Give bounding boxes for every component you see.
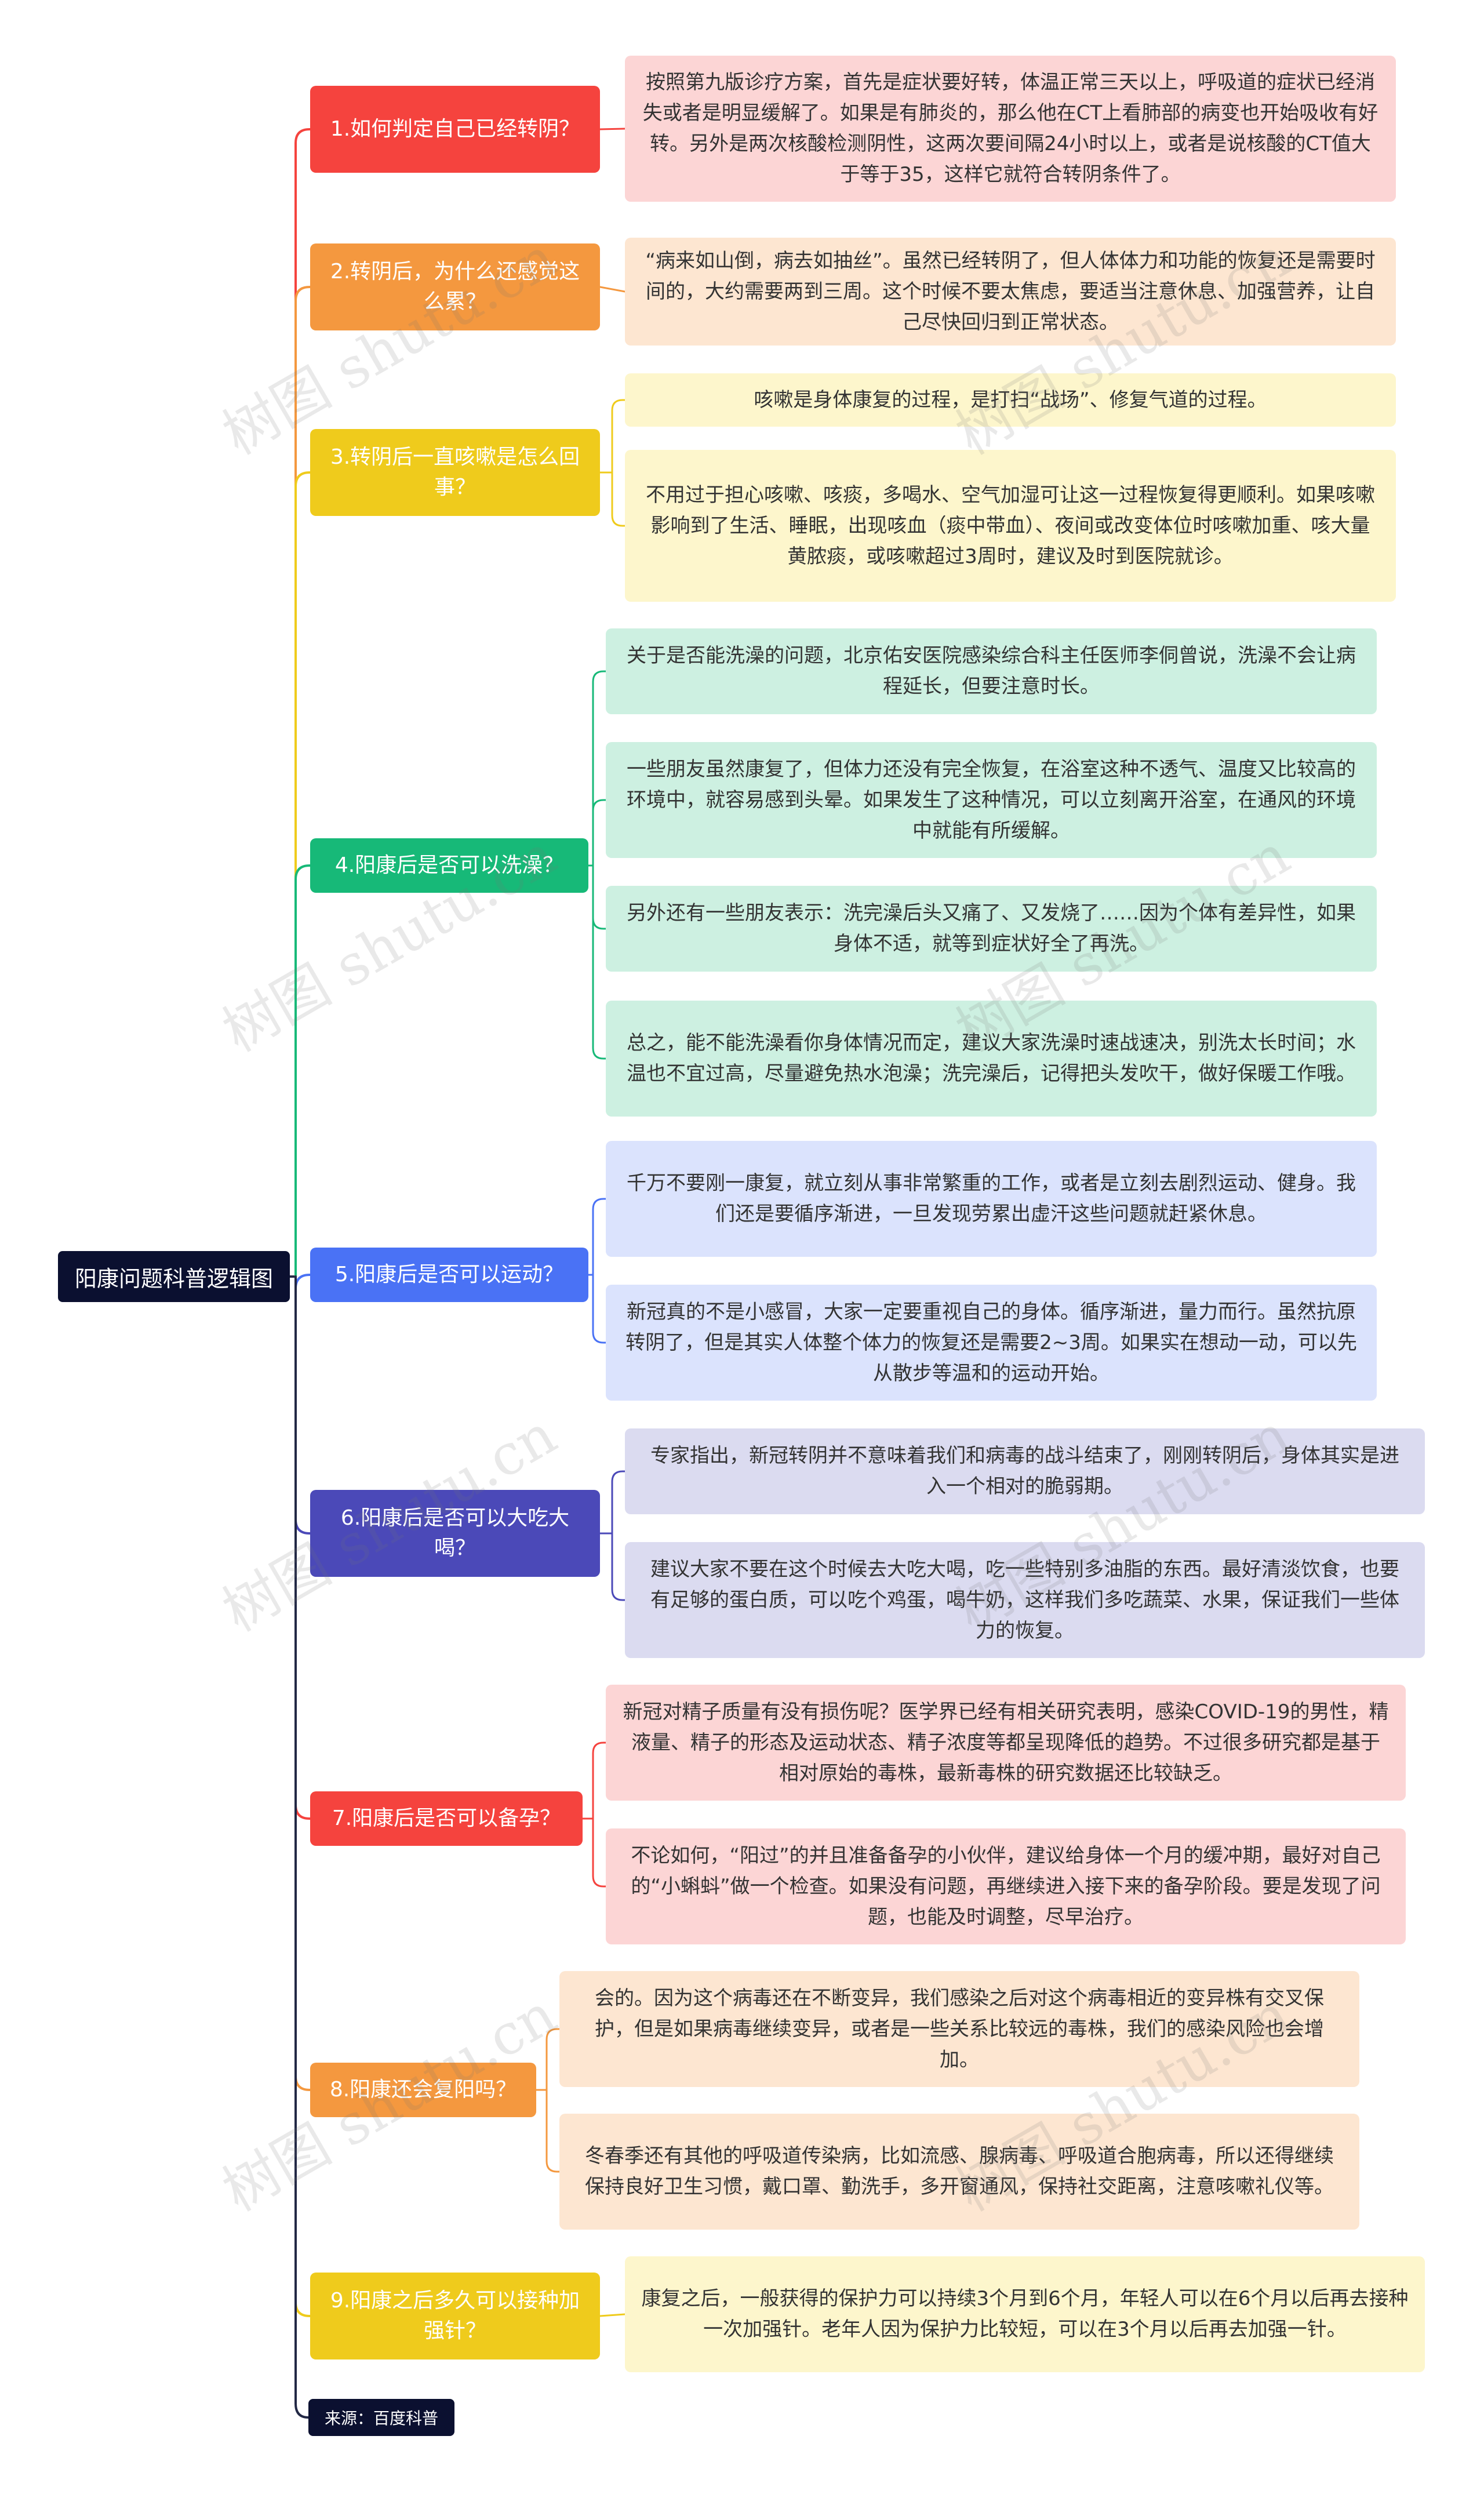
leaf-connector bbox=[587, 864, 607, 1060]
leaf-node[interactable]: 专家指出，新冠转阴并不意味着我们和病毒的战斗结束了，刚刚转阴后，身体其实是进入一… bbox=[625, 1428, 1425, 1514]
leaf-node[interactable]: 另外还有一些朋友表示：洗完澡后头又痛了、又发烧了……因为个体有差异性，如果身体不… bbox=[606, 886, 1377, 972]
leaf-connector bbox=[599, 471, 626, 527]
leaf-node[interactable]: 建议大家不要在这个时候去大吃大喝，吃一些特别多油脂的东西。最好清淡饮食，也要有足… bbox=[625, 1542, 1425, 1658]
leaf-node[interactable]: 康复之后，一般获得的保护力可以持续3个月到6个月，年轻人可以在6个月以后再去接种… bbox=[625, 2256, 1425, 2372]
trunk-connector bbox=[294, 128, 311, 1278]
branch-node[interactable]: 9.阳康之后多久可以接种加强针？ bbox=[310, 2273, 600, 2359]
trunk-connector bbox=[294, 286, 311, 1278]
source-connector bbox=[294, 1275, 310, 2419]
leaf-connector bbox=[535, 2089, 561, 2173]
leaf-connector bbox=[587, 670, 607, 867]
branch-node[interactable]: 8.阳康还会复阳吗？ bbox=[310, 2063, 536, 2117]
leaf-node[interactable]: 新冠对精子质量有没有损伤呢？医学界已经有相关研究表明，感染COVID-19的男性… bbox=[606, 1685, 1406, 1801]
trunk-connector bbox=[294, 1275, 311, 2091]
leaf-connector bbox=[581, 1817, 607, 1888]
leaf-connector bbox=[587, 799, 607, 867]
leaf-node[interactable]: 冬春季还有其他的呼吸道传染病，比如流感、腺病毒、呼吸道合胞病毒，所以还得继续保持… bbox=[559, 2114, 1359, 2230]
leaf-node[interactable]: 会的。因为这个病毒还在不断变异，我们感染之后对这个病毒相近的变异株有交叉保护，但… bbox=[559, 1971, 1359, 2087]
leaf-node[interactable]: 一些朋友虽然康复了，但体力还没有完全恢复，在浴室这种不透气、温度又比较高的环境中… bbox=[606, 742, 1377, 858]
trunk-connector bbox=[294, 1275, 311, 1535]
leaf-node[interactable]: “病来如山倒，病去如抽丝”。虽然已经转阴了，但人体体力和功能的恢复还是需要时间的… bbox=[625, 238, 1396, 346]
leaf-connector bbox=[599, 1470, 626, 1535]
leaf-connector bbox=[599, 2313, 626, 2317]
source-label: 来源：百度科普 bbox=[308, 2399, 454, 2436]
leaf-connector bbox=[535, 2028, 561, 2091]
leaf-node[interactable]: 不论如何，“阳过”的并且准备备孕的小伙伴，建议给身体一个月的缓冲期，最好对自己的… bbox=[606, 1828, 1406, 1944]
leaf-connector bbox=[599, 399, 626, 474]
leaf-node[interactable]: 关于是否能洗澡的问题，北京佑安医院感染综合科主任医师李侗曾说，洗澡不会让病程延长… bbox=[606, 628, 1377, 714]
leaf-connector bbox=[587, 864, 607, 930]
trunk-connector bbox=[294, 864, 311, 1278]
leaf-node[interactable]: 新冠真的不是小感冒，大家一定要重视自己的身体。循序渐进，量力而行。虽然抗原转阴了… bbox=[606, 1285, 1377, 1401]
leaf-connector bbox=[599, 1532, 626, 1601]
leaf-node[interactable]: 不用过于担心咳嗽、咳痰，多喝水、空气加湿可让这一过程恢复得更顺利。如果咳嗽影响到… bbox=[625, 450, 1396, 602]
leaf-node[interactable]: 按照第九版诊疗方案，首先是症状要好转，体温正常三天以上，呼吸道的症状已经消失或者… bbox=[625, 56, 1396, 202]
branch-node[interactable]: 5.阳康后是否可以运动？ bbox=[310, 1248, 588, 1302]
trunk-connector bbox=[294, 471, 311, 1278]
branch-node[interactable]: 4.阳康后是否可以洗澡？ bbox=[310, 838, 588, 893]
leaf-node[interactable]: 总之，能不能洗澡看你身体情况而定，建议大家洗澡时速战速决，别洗太长时间；水温也不… bbox=[606, 1001, 1377, 1117]
leaf-connector bbox=[587, 1198, 607, 1276]
leaf-connector bbox=[599, 286, 626, 293]
leaf-node[interactable]: 咳嗽是身体康复的过程，是打扫“战场”、修复气道的过程。 bbox=[625, 373, 1396, 427]
trunk-connector bbox=[294, 1275, 311, 1820]
trunk-connector bbox=[294, 1274, 311, 1289]
branch-node[interactable]: 1.如何判定自己已经转阴？ bbox=[310, 86, 600, 173]
branch-node[interactable]: 7.阳康后是否可以备孕？ bbox=[310, 1791, 583, 1846]
root-node[interactable]: 阳康问题科普逻辑图 bbox=[58, 1251, 290, 1302]
leaf-node[interactable]: 千万不要刚一康复，就立刻从事非常繁重的工作，或者是立刻去剧烈运动、健身。我们还是… bbox=[606, 1141, 1377, 1257]
branch-node[interactable]: 2.转阴后，为什么还感觉这么累？ bbox=[310, 243, 600, 330]
branch-node[interactable]: 3.转阴后一直咳嗽是怎么回事？ bbox=[310, 429, 600, 516]
branch-node[interactable]: 6.阳康后是否可以大吃大喝？ bbox=[310, 1490, 600, 1577]
leaf-connector bbox=[587, 1274, 607, 1344]
leaf-connector bbox=[581, 1741, 607, 1820]
trunk-connector bbox=[294, 1275, 311, 2317]
